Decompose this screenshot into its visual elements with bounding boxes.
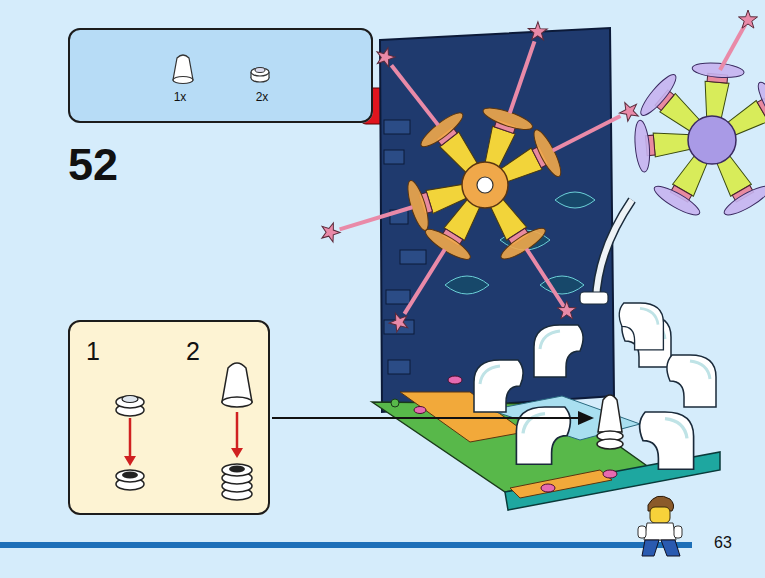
minifigure	[638, 496, 682, 556]
page-number: 63	[714, 535, 732, 551]
cone-part	[173, 55, 193, 84]
substep-number: 2	[186, 338, 200, 366]
step-number: 52	[68, 142, 118, 187]
substep-icons	[116, 363, 252, 500]
part-count: 1x	[174, 91, 187, 104]
parts-callout-box: 1x 2x	[68, 28, 373, 123]
part-count: 2x	[256, 91, 269, 104]
round-plate-part	[251, 68, 269, 83]
substep-number: 1	[86, 338, 100, 366]
substep-box: 12	[68, 320, 270, 515]
